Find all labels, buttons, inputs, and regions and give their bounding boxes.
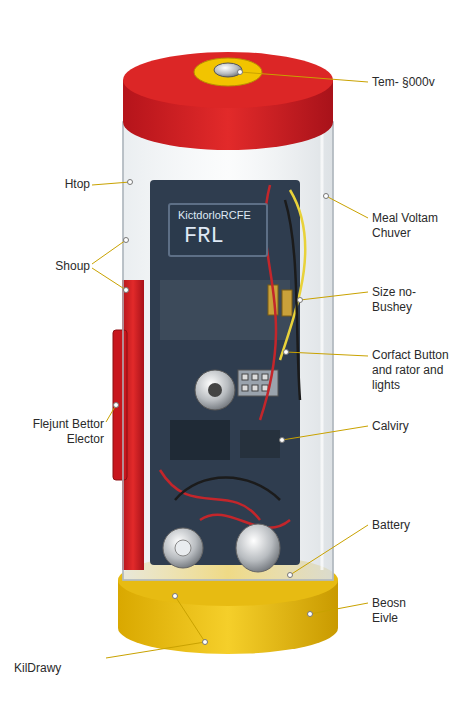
screen-text: KictdorloRCFE [178,209,258,223]
part-label: Battery [372,518,468,533]
display-screen: KictdorloRCFEFRL [168,203,268,257]
part-label: Beosn Eivle [372,596,432,626]
part-label: Shoup [20,259,90,274]
part-label: Tem- §000v [372,75,470,90]
part-label: Size no- Bushey [372,285,434,315]
part-label: KilDrawy [14,661,104,676]
part-label: Htop [20,177,90,192]
part-label: Flejunt Bettor Elector [6,417,104,447]
screen-text: FRL [184,223,258,251]
part-label: Calviry [372,419,468,434]
part-label: Meal Voltam Chuver [372,211,468,241]
part-label: Corfact Button and rator and lights [372,348,468,393]
